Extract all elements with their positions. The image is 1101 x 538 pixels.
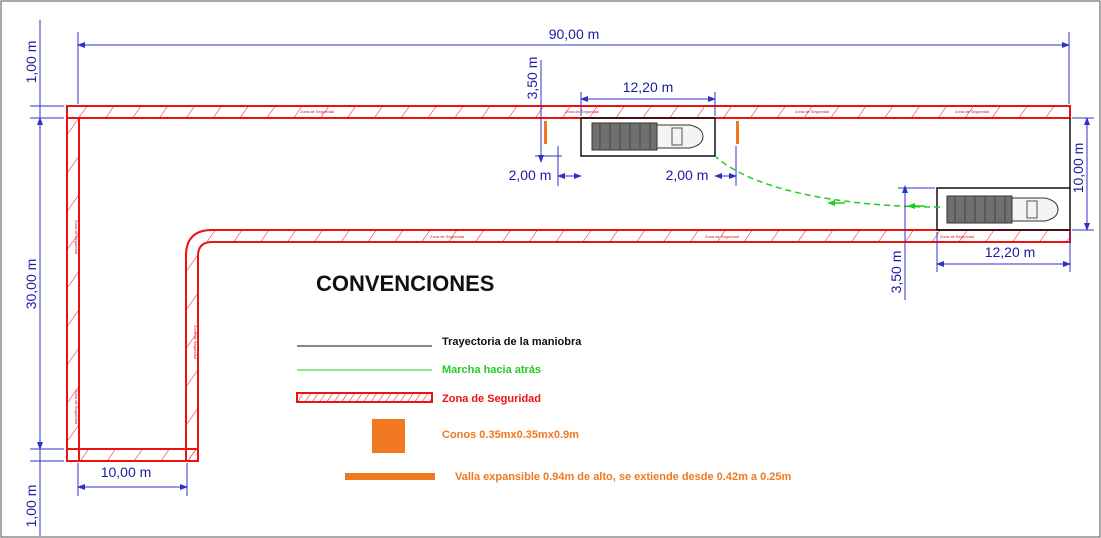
dim-corridor-width: 10,00 m	[1070, 143, 1086, 194]
zone-label: Zona de Seguridad	[300, 109, 334, 114]
legend-trajectory-label: Trayectoria de la maniobra	[442, 336, 582, 348]
truck-icon	[591, 122, 704, 151]
safety-zone-strips	[66, 105, 1071, 462]
dim-bottom-width: 10,00 m	[101, 464, 152, 480]
dim-start-length: 12,20 m	[985, 244, 1036, 260]
dim-bay-depth: 3,50 m	[524, 57, 540, 100]
zone-label: Zona de Seguridad	[795, 109, 829, 114]
safety-zone-top	[66, 105, 1071, 119]
zone-label: Zona de Seguridad	[705, 234, 739, 239]
dim-bottom-margin: 1,00 m	[23, 485, 39, 528]
legend-cone-swatch	[372, 419, 405, 453]
zone-label: Zona de Seguridad	[955, 109, 989, 114]
start-outline	[936, 187, 1071, 231]
zone-label: Zona de Seguridad	[565, 109, 599, 114]
cone-right	[736, 121, 739, 144]
zone-label: Zona de Seguridad	[74, 220, 79, 254]
legend-cone-label: Conos 0.35mx0.35mx0.9m	[442, 429, 579, 441]
dim-left-height: 30,00 m	[23, 259, 39, 310]
parking-bay	[544, 117, 739, 157]
dim-gap-right: 2,00 m	[666, 167, 709, 183]
zone-label: Zona de Seguridad	[193, 325, 198, 359]
dim-total-length: 90,00 m	[549, 26, 600, 42]
bay-outline	[580, 117, 716, 157]
safety-zone-bottom	[66, 448, 199, 462]
legend-reverse-label: Marcha hacia atrás	[442, 364, 541, 376]
reverse-path	[715, 156, 941, 208]
safety-zone-inner	[185, 229, 1071, 462]
legend-zone-label: Zona de Seguridad	[442, 393, 541, 405]
legend: CONVENCIONES Trayectoria de la maniobra …	[296, 271, 792, 483]
dim-gap-left: 2,00 m	[509, 167, 552, 183]
legend-zone-swatch	[296, 392, 433, 403]
truck-icon	[946, 195, 1059, 224]
legend-fence-swatch	[345, 473, 435, 480]
legend-fence-label: Valla expansible 0.94m de alto, se extie…	[455, 471, 792, 483]
dim-start-depth: 3,50 m	[888, 251, 904, 294]
dim-top-margin: 1,00 m	[23, 41, 39, 84]
zone-labels: Zona de Seguridad Zona de Seguridad Zona…	[74, 109, 989, 424]
dim-bay-length: 12,20 m	[623, 79, 674, 95]
cone-left	[544, 121, 547, 144]
zone-label: Zona de Seguridad	[74, 390, 79, 424]
zone-label: Zona de Seguridad	[940, 234, 974, 239]
legend-title: CONVENCIONES	[316, 271, 494, 296]
zone-label: Zona de Seguridad	[430, 234, 464, 239]
start-position	[936, 187, 1071, 231]
dimension-lines: 90,00 m 1,00 m 30,00 m 1,00 m 10,00 m 12…	[23, 20, 1094, 536]
